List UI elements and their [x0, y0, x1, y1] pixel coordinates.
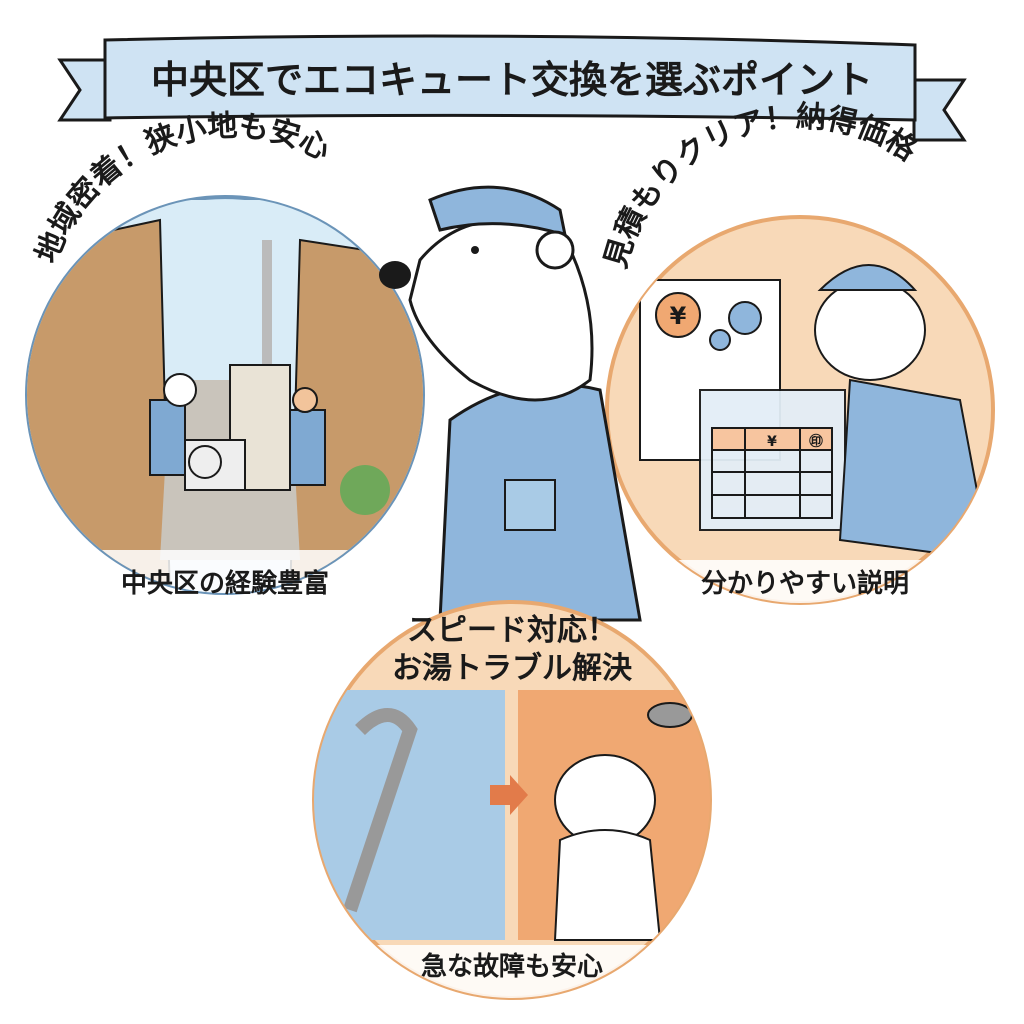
- polar-bear-mascot: [379, 185, 642, 622]
- point-local: 地域密着！狭小地も安心 中央区の経験豊富: [25, 109, 425, 599]
- point-price: ¥ ¥ ㊞ 見積もりクリア！納得価格 分かりやすい説明: [599, 99, 995, 605]
- gear-icon: [728, 301, 762, 335]
- svg-text:¥: ¥: [670, 302, 687, 330]
- point-speed-heading-line2: お湯トラブル解決: [392, 651, 633, 686]
- gear-icon: [709, 329, 731, 351]
- nose: [379, 261, 411, 289]
- title-banner: 中央区でエコキュート交換を選ぶポイント: [57, 34, 967, 142]
- point-speed-caption: 急な故障も安心: [421, 951, 603, 982]
- point-local-caption: 中央区の経験豊富: [121, 568, 329, 599]
- arrow-right-icon: [490, 775, 528, 815]
- estimate-sheet: [699, 389, 846, 531]
- alley-illustration: [27, 200, 423, 593]
- point-speed-heading-line1: スピード対応！: [407, 613, 617, 648]
- yen-coin-icon: [655, 292, 701, 338]
- page-title: 中央区でエコキュート交換を選ぶポイント: [151, 58, 873, 102]
- svg-text:¥: ¥: [767, 434, 777, 450]
- shower-head-icon: [343, 708, 418, 913]
- point-price-caption: 分かりやすい説明: [701, 568, 909, 599]
- svg-text:㊞: ㊞: [809, 433, 823, 450]
- point-speed: スピード対応！ お湯トラブル解決 急な故障も安心: [312, 600, 712, 1000]
